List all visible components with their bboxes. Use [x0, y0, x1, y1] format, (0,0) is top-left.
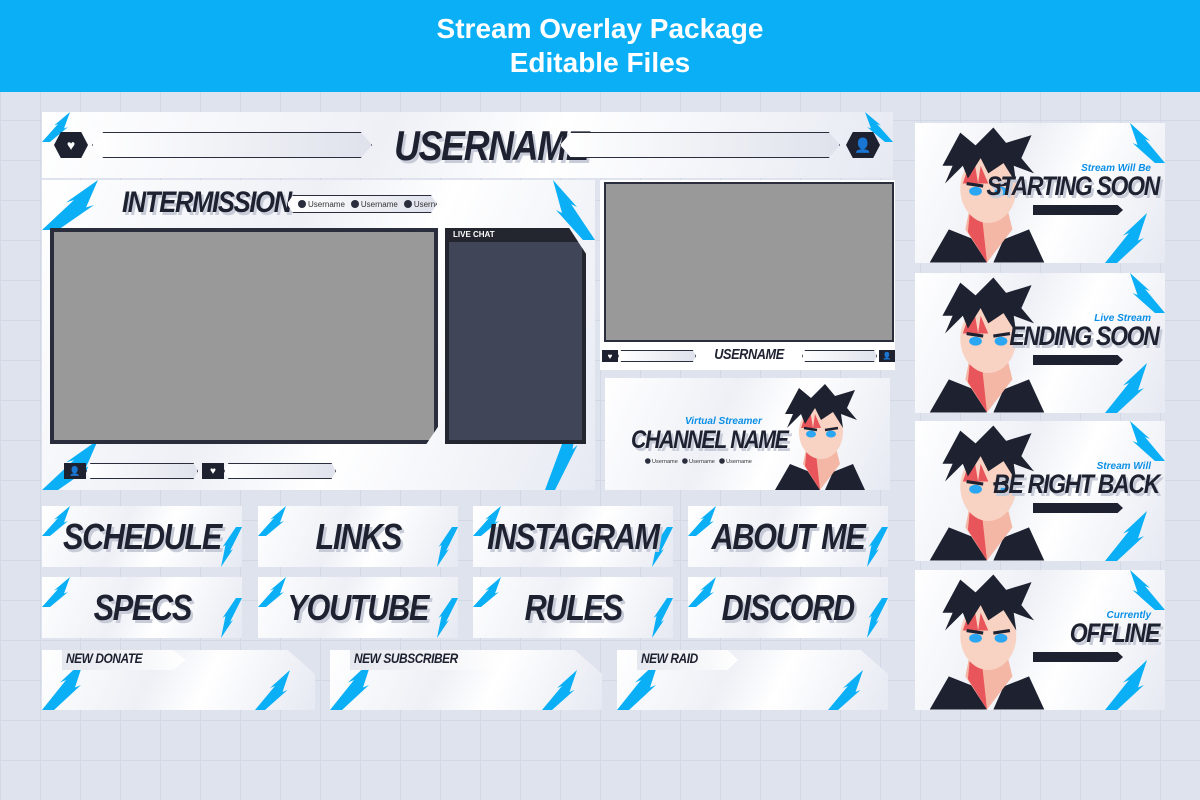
panel-button-youtube: YOUTUBE: [258, 577, 458, 638]
social-username: Username: [726, 457, 752, 465]
webcam-panel: ♥ USERNAME 👤: [600, 180, 895, 370]
panel-button-about-me: ABOUT ME: [688, 506, 888, 567]
alert-label: NEW SUBSCRIBER: [354, 650, 458, 666]
button-label: ABOUT ME: [711, 515, 866, 557]
button-label: LINKS: [315, 515, 402, 557]
panel-button-instagram: INSTAGRAM: [473, 506, 673, 567]
social-username: Username: [360, 199, 398, 209]
intermission-title: INTERMISSION: [122, 186, 292, 219]
name-bar: [86, 463, 198, 479]
webcam-frame: [604, 182, 894, 342]
screen-title: STARTING SOON: [986, 171, 1160, 201]
button-label: RULES: [524, 586, 623, 628]
username-banner: ♥ USERNAME 👤: [42, 112, 893, 178]
panel-button-discord: DISCORD: [688, 577, 888, 638]
header-title: Stream Overlay Package: [436, 13, 764, 44]
screen-ending-soon: Live Stream ENDING SOON: [915, 273, 1165, 413]
alert-new-subscriber: NEW SUBSCRIBER: [330, 650, 602, 710]
avatar: [928, 574, 1046, 710]
social-item: Username: [350, 199, 398, 209]
social-username: Username: [413, 199, 451, 209]
screen-subtitle: Stream Will Be: [1081, 163, 1151, 174]
channel-subtitle: Virtual Streamer: [685, 416, 762, 427]
main-video-frame: [50, 228, 438, 444]
social-item: Username: [719, 458, 752, 464]
name-bar: [802, 350, 877, 362]
panel-button-links: LINKS: [258, 506, 458, 567]
panel-button-specs: SPECS: [42, 577, 242, 638]
social-username: Username: [308, 199, 345, 209]
button-label: INSTAGRAM: [487, 515, 660, 557]
social-item: Username: [645, 458, 678, 464]
username-bar-left: [92, 132, 372, 158]
panel-button-schedule: SCHEDULE: [42, 506, 242, 567]
button-label: SPECS: [93, 586, 192, 628]
name-bar: [224, 463, 336, 479]
screen-title: BE RIGHT BACK: [993, 469, 1160, 499]
social-item: Username: [403, 199, 451, 209]
heart-icon: ♥: [202, 463, 224, 479]
screen-subtitle: Stream Will: [1096, 461, 1151, 472]
screen-starting-soon: Stream Will Be STARTING SOON: [915, 123, 1165, 263]
alert-new-raid: NEW RAID: [617, 650, 888, 710]
button-label: DISCORD: [721, 586, 855, 628]
social-item: Username: [298, 200, 345, 209]
alert-label: NEW DONATE: [66, 650, 143, 666]
social-bar: [1033, 652, 1123, 662]
alert-new-donate: NEW DONATE: [42, 650, 315, 710]
live-chat-box: LIVE CHAT: [445, 228, 586, 444]
social-item: Username: [682, 458, 715, 464]
banner-username: USERNAME: [394, 122, 589, 169]
heart-icon: ♥: [602, 350, 618, 362]
screen-subtitle: Currently: [1106, 610, 1151, 621]
header-subtitle: Editable Files: [509, 47, 691, 78]
button-label: YOUTUBE: [287, 586, 430, 628]
screen-offline: Currently OFFLINE: [915, 570, 1165, 710]
name-bar: [618, 350, 696, 362]
username-bar-right: [560, 132, 840, 158]
social-bar: [1033, 503, 1123, 513]
user-icon: 👤: [879, 350, 895, 362]
heart-icon: ♥: [54, 132, 88, 158]
screen-be-right-back: Stream Will BE RIGHT BACK: [915, 421, 1165, 561]
screen-title: ENDING SOON: [1009, 321, 1160, 351]
social-username: Username: [652, 457, 678, 465]
live-chat-label: LIVE CHAT: [453, 230, 495, 239]
button-label: SCHEDULE: [62, 515, 222, 557]
user-icon: 👤: [64, 463, 86, 479]
social-username: Username: [689, 457, 715, 465]
alert-label: NEW RAID: [641, 650, 698, 666]
intermission-socials: Username Username Username: [287, 195, 437, 213]
social-bar: [1033, 205, 1123, 215]
screen-title: OFFLINE: [1069, 618, 1161, 648]
webcam-username: USERNAME: [714, 346, 784, 363]
avatar: [773, 384, 867, 490]
header-banner: Stream Overlay Package Editable Files: [0, 0, 1200, 92]
screen-subtitle: Live Stream: [1094, 313, 1151, 324]
channel-socials: Username Username Username: [645, 455, 756, 468]
panel-button-rules: RULES: [473, 577, 673, 638]
channel-title: CHANNEL NAME: [631, 426, 789, 454]
user-icon: 👤: [846, 132, 880, 158]
intermission-panel: INTERMISSION Username Username Username …: [42, 180, 595, 490]
social-bar: [1033, 355, 1123, 365]
